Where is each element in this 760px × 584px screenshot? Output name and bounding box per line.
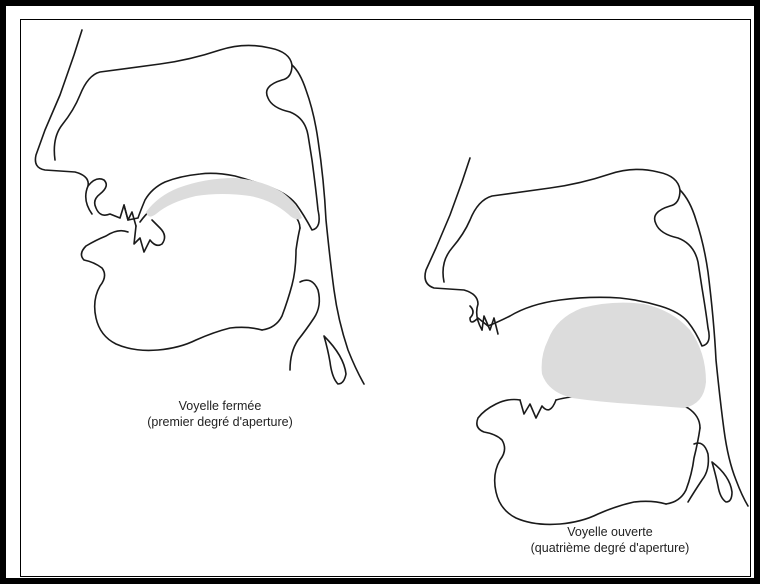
closed-epiglottis <box>290 280 319 370</box>
open-nose-profile <box>425 158 482 330</box>
open-vowel-caption: Voyelle ouverte (quatrième degré d'apert… <box>480 524 740 556</box>
open-lips-jaw <box>477 400 666 525</box>
closed-pharynx-front <box>262 228 300 330</box>
open-lower-teeth <box>520 400 556 418</box>
closed-vowel-title: Voyelle fermée <box>90 398 350 414</box>
closed-larynx <box>324 336 346 384</box>
open-pharynx-front <box>666 428 700 504</box>
closed-oral-cavity-shading <box>146 178 302 219</box>
closed-vowel-caption: Voyelle fermée (premier degré d'aperture… <box>90 398 350 430</box>
closed-upper-teeth <box>124 205 136 226</box>
closed-lips-jaw <box>81 231 262 351</box>
closed-lower-teeth <box>134 220 165 252</box>
open-vowel-subtitle: (quatrième degré d'aperture) <box>480 540 740 556</box>
open-vowel-title: Voyelle ouverte <box>480 524 740 540</box>
open-oral-cavity-shading <box>542 303 706 408</box>
closed-vowel-vocal-tract <box>35 30 364 384</box>
open-larynx <box>712 462 732 502</box>
closed-vowel-subtitle: (premier degré d'aperture) <box>90 414 350 430</box>
closed-pharynx-back <box>292 65 364 384</box>
